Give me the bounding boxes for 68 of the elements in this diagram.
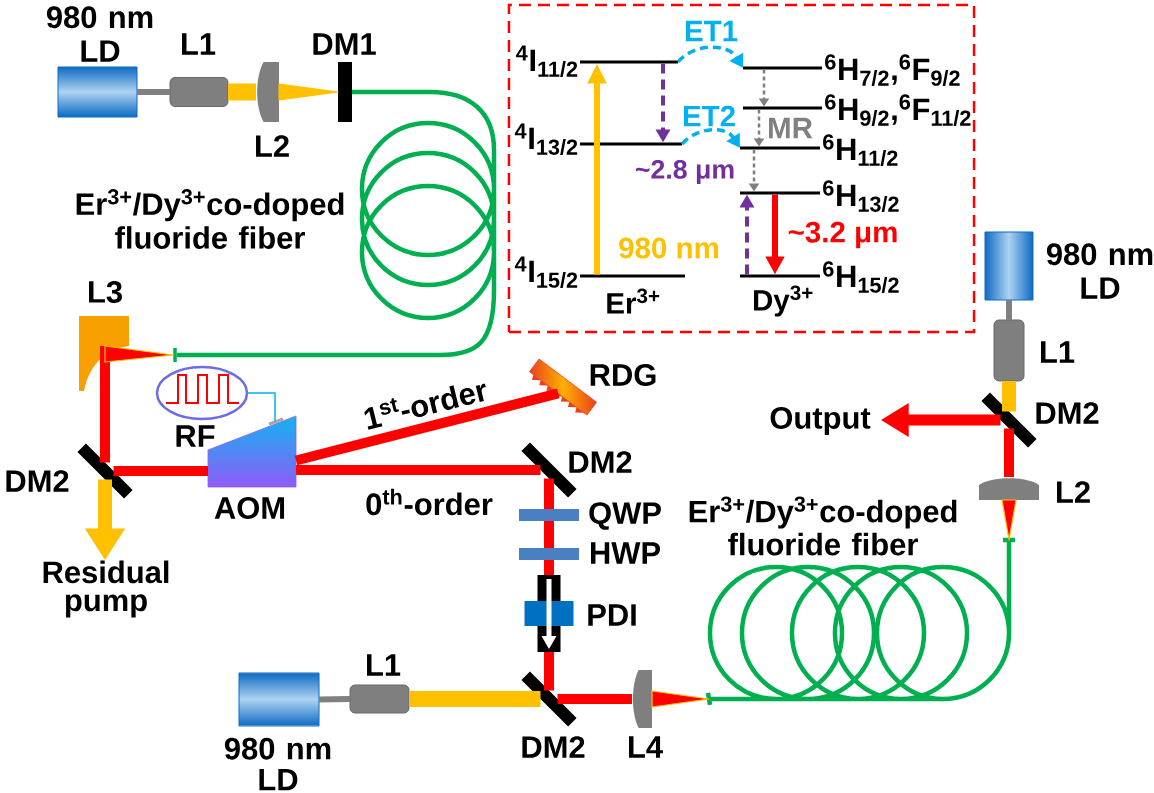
fiber-label: Er$^{3+}$/Dy$^{3+}$co-doped fluoride fiber <box>689 496 957 556</box>
level-label: $^{4}$I$_{13/2}$ <box>514 123 578 156</box>
ion-label: Dy$^{3+}$ <box>754 285 813 317</box>
level-label: $^{4}$I$_{11/2}$ <box>516 45 578 78</box>
laser-beam <box>294 388 560 466</box>
focused-beam <box>1001 499 1017 541</box>
focused-beam <box>651 690 710 708</box>
level-label: $^{4}$I$_{15/2}$ <box>514 256 578 289</box>
level-label: $^{6}$H$_{9/2}$,$^{6}$F$_{11/2}$ <box>825 94 971 127</box>
edge-label: ~2.8 μm <box>635 159 734 185</box>
component-label: DM1 <box>313 33 376 55</box>
component-label: 980 nm LD <box>224 737 331 791</box>
laser-beam <box>544 652 554 691</box>
level-label: $^{6}$H$_{7/2}$,$^{6}$F$_{9/2}$ <box>825 54 960 87</box>
component-label: RF <box>176 425 215 447</box>
fiber-coil <box>359 120 497 321</box>
pigtail-line <box>1006 300 1012 320</box>
edge-label: 0$^{th}$-order <box>366 488 493 516</box>
laser-beam <box>228 83 256 101</box>
pigtail-line <box>137 89 170 95</box>
dashed-frame <box>507 3 976 334</box>
component-label: DM2 <box>522 736 585 758</box>
level-label: $^{6}$H$_{11/2}$ <box>823 134 898 167</box>
laser-beam <box>113 466 208 476</box>
level-label: $^{6}$H$_{15/2}$ <box>823 261 899 294</box>
edge-label: ET1 <box>685 20 738 42</box>
edge-label: ET2 <box>683 105 735 127</box>
cable-line <box>246 392 276 422</box>
component-label: HWP <box>591 542 661 564</box>
laser-beam <box>544 560 554 575</box>
component-label: 980 nm LD <box>46 6 153 62</box>
edge-label: ~3.2 μm <box>788 221 897 249</box>
component-label: QWP <box>589 502 661 530</box>
fiber-lead <box>176 289 497 358</box>
laser-beam <box>1002 381 1016 412</box>
component-label: PDI <box>588 604 636 626</box>
pigtail-line <box>318 696 351 703</box>
focused-beam <box>278 83 339 101</box>
component-label: L4 <box>629 736 663 758</box>
laser-beam <box>1004 428 1014 477</box>
component-label: DM2 <box>569 451 632 473</box>
laser-beam <box>296 465 541 475</box>
laser-beam <box>544 521 554 548</box>
component-label: L2 <box>1057 481 1090 503</box>
component-label: AOM <box>214 497 285 519</box>
ion-label: Er$^{3+}$ <box>607 288 660 314</box>
component-label: RDG <box>590 364 656 386</box>
level-label: $^{6}$H$_{13/2}$ <box>823 180 899 213</box>
fiber-label: Er$^{3+}$/Dy$^{3+}$co-doped fluoride fiber <box>76 189 344 249</box>
component-label: DM2 <box>6 470 69 492</box>
component-label: L1 <box>1041 341 1075 363</box>
component-label: L1 <box>367 654 401 676</box>
transition-label: MR <box>769 117 813 139</box>
laser-beam <box>409 691 541 707</box>
fiber-end-cap <box>173 348 177 362</box>
laser-beam <box>100 346 110 463</box>
laser-beam <box>544 478 554 509</box>
component-label: 980 nm LD <box>1046 243 1153 299</box>
edge-label: 1$^{st}$-order <box>364 383 486 430</box>
focused-beam <box>104 345 174 363</box>
component-label: L3 <box>89 281 122 303</box>
edge-label: 980 nm <box>619 237 719 259</box>
beam-label: Residual pump <box>43 560 169 618</box>
beam-label: Output <box>770 406 871 435</box>
component-label: L2 <box>256 135 289 157</box>
component-label: DM2 <box>1036 402 1099 424</box>
component-label: L1 <box>182 33 216 55</box>
laser-beam <box>557 694 632 704</box>
